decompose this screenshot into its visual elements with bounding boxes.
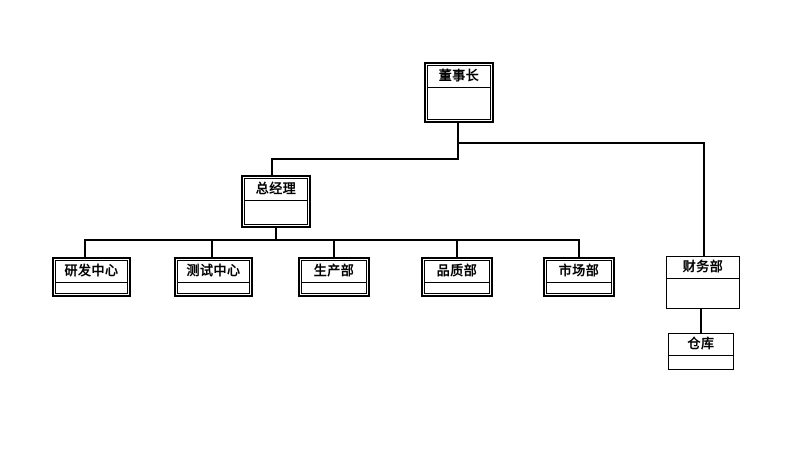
connector-finance-to-warehouse <box>700 309 702 333</box>
node-test-center-label: 测试中心 <box>178 261 249 283</box>
node-finance-inner: 财务部 <box>667 257 739 308</box>
node-chairman-body <box>428 88 490 119</box>
connector-chairman-to-gm-horizontal <box>271 158 459 160</box>
connector-chairman-to-finance-horizontal <box>457 142 705 144</box>
node-general-manager[interactable]: 总经理 <box>242 176 310 227</box>
node-chairman-inner: 董事长 <box>427 65 491 120</box>
node-marketing-inner: 市场部 <box>546 260 612 294</box>
node-quality-label: 品质部 <box>425 261 489 283</box>
connector-finance-drop <box>703 142 705 256</box>
node-quality-body <box>425 283 489 293</box>
connector-drop-production <box>333 239 335 258</box>
connector-chairman-stem <box>457 122 459 160</box>
connector-gm-stem <box>275 227 277 241</box>
node-chairman[interactable]: 董事长 <box>425 63 493 122</box>
node-chairman-label: 董事长 <box>428 66 490 88</box>
node-test-center-body <box>178 283 249 293</box>
connector-drop-test-center <box>211 239 213 258</box>
node-rd-center[interactable]: 研发中心 <box>53 258 130 296</box>
node-general-manager-inner: 总经理 <box>244 178 308 225</box>
node-production-inner: 生产部 <box>301 260 367 294</box>
node-quality[interactable]: 品质部 <box>422 258 492 296</box>
node-rd-center-body <box>56 283 127 293</box>
connector-drop-rd-center <box>84 239 86 258</box>
connector-gm-drop <box>271 158 273 176</box>
node-warehouse[interactable]: 仓库 <box>668 333 734 370</box>
node-warehouse-body <box>669 356 733 369</box>
node-finance-body <box>667 279 739 308</box>
node-rd-center-label: 研发中心 <box>56 261 127 283</box>
node-finance[interactable]: 财务部 <box>666 256 740 309</box>
node-rd-center-inner: 研发中心 <box>55 260 128 294</box>
node-production-label: 生产部 <box>302 261 366 283</box>
node-warehouse-inner: 仓库 <box>669 334 733 369</box>
connector-drop-quality <box>456 239 458 258</box>
node-test-center[interactable]: 测试中心 <box>175 258 252 296</box>
node-marketing-body <box>547 283 611 293</box>
connector-drop-marketing <box>578 239 580 258</box>
node-warehouse-label: 仓库 <box>669 334 733 356</box>
node-finance-label: 财务部 <box>667 257 739 279</box>
node-production[interactable]: 生产部 <box>299 258 369 296</box>
node-test-center-inner: 测试中心 <box>177 260 250 294</box>
connector-gm-bus <box>84 239 580 241</box>
node-marketing[interactable]: 市场部 <box>544 258 614 296</box>
node-general-manager-body <box>245 201 307 224</box>
node-production-body <box>302 283 366 293</box>
node-quality-inner: 品质部 <box>424 260 490 294</box>
node-marketing-label: 市场部 <box>547 261 611 283</box>
node-general-manager-label: 总经理 <box>245 179 307 201</box>
